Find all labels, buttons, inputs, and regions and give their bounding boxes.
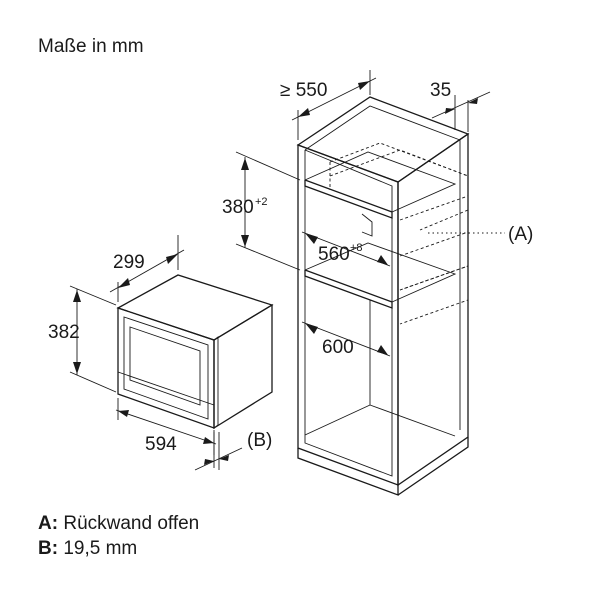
dim-depth-cabinet: ≥ 550 (280, 80, 327, 101)
dim-appliance-depth: 299 (113, 252, 145, 273)
dimension-lines (69, 70, 505, 471)
dim-niche-width-tolerance: +8 (350, 242, 363, 254)
legend-item-b: B: 19,5 mm (38, 537, 137, 561)
legend-key-a: A: (38, 513, 59, 534)
tall-cabinet (296, 96, 470, 496)
appliance-microwave (116, 274, 274, 430)
dim-niche-height: 380 (222, 197, 254, 218)
page-title: Maße in mm (38, 36, 144, 57)
dim-appliance-height: 382 (48, 322, 80, 343)
dim-niche-height-tolerance: +2 (255, 196, 268, 208)
dim-niche-width: 560 (318, 244, 350, 265)
legend-text-a: Rückwand offen (63, 513, 200, 534)
legend-key-b: B: (38, 538, 59, 559)
dim-rear-gap: 35 (430, 80, 451, 101)
legend-text-b: 19,5 mm (63, 538, 138, 559)
label-b: (B) (247, 430, 272, 451)
dim-appliance-width: 594 (145, 434, 177, 455)
dim-inner-width: 600 (322, 337, 354, 358)
label-a: (A) (508, 224, 533, 245)
legend-item-a: A: Rückwand offen (38, 512, 199, 536)
